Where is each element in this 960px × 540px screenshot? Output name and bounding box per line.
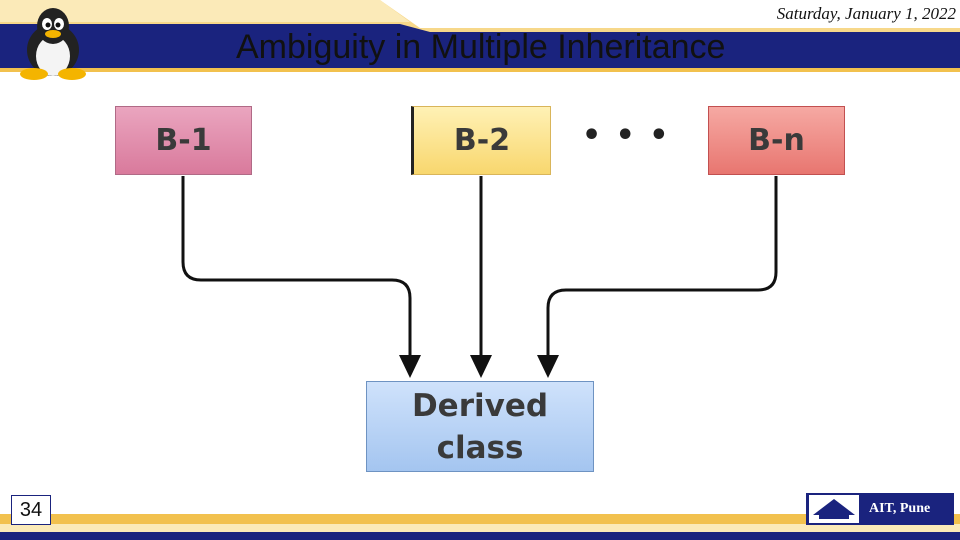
linux-penguin-icon [20,8,86,80]
institute-emblem-icon [809,495,859,523]
base-class-bn: B-n [708,106,845,175]
base-class-b1-label: B-1 [155,123,212,158]
header-band [0,0,960,72]
base-class-b2-label: B-2 [453,123,511,158]
page-number: 34 [11,495,51,525]
edge-bn-to-derived [546,176,778,366]
arrowhead-b2 [470,355,492,378]
footer-logo-text: AIT, Pune [869,501,931,516]
footer-band [0,514,960,540]
footer-logo: AIT, Pune [806,493,954,525]
derived-class-line1: Derived [411,387,549,424]
derived-class: Derived class [366,381,594,472]
edge-b1-to-derived [181,176,412,366]
base-class-b2: B-2 [411,106,551,175]
derived-class-line2: class [436,429,524,466]
base-class-b1: B-1 [115,106,252,175]
arrowhead-b1 [399,355,421,378]
slide-title: Ambiguity in Multiple Inheritance [236,28,726,66]
base-class-bn-label: B-n [748,123,805,158]
ellipsis: • • • [582,118,671,153]
arrowhead-bn [537,355,559,378]
slide-date: Saturday, January 1, 2022 [776,4,956,23]
